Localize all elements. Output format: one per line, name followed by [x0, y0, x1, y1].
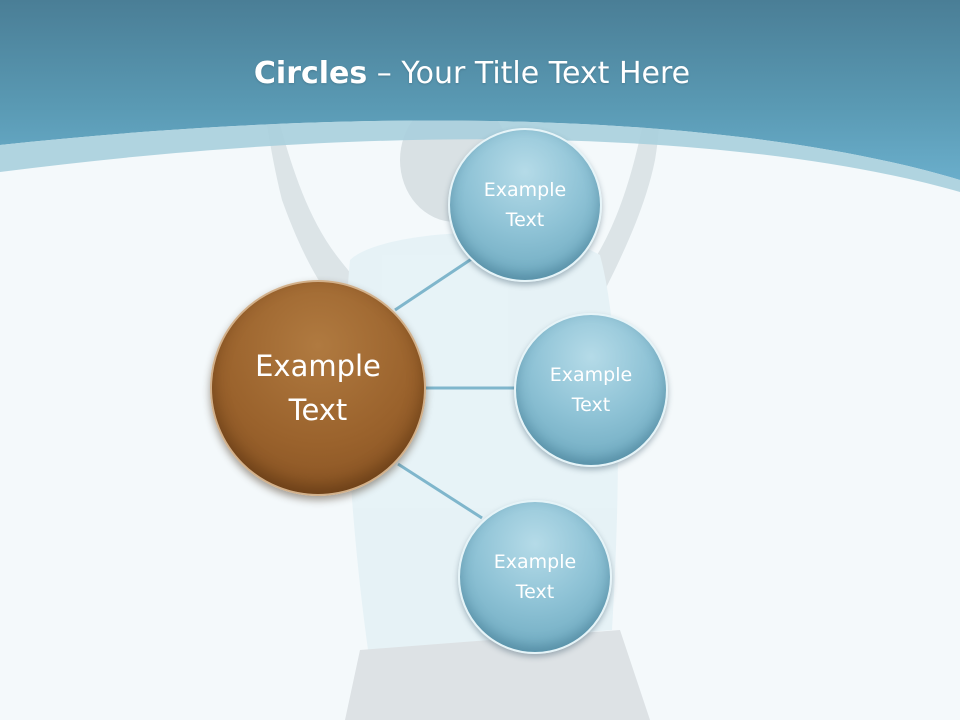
slide-title: Circles – Your Title Text Here [0, 54, 944, 94]
node-bottom-label-line2: Text [515, 581, 555, 603]
title-bold-part: Circles [253, 56, 368, 91]
node-circle-bottom: Example Text [458, 500, 612, 654]
connector-lines [394, 254, 515, 520]
node-top-label-line1: Example [483, 179, 567, 201]
center-circle-label-line1: Example [255, 349, 381, 383]
center-circle: Example Text [210, 280, 426, 496]
node-circle-top: Example Text [448, 128, 602, 282]
connector-line-1 [394, 254, 477, 312]
node-middle-label-line2: Text [571, 394, 611, 416]
center-circle-label-line2: Text [288, 393, 348, 427]
node-bottom-label-line1: Example [493, 551, 577, 573]
connector-line-3 [397, 462, 483, 520]
node-circle-middle: Example Text [514, 313, 668, 467]
node-top-label-line2: Text [505, 209, 545, 231]
node-middle-label-line1: Example [549, 364, 633, 386]
title-rest-part: – Your Title Text Here [367, 56, 691, 91]
